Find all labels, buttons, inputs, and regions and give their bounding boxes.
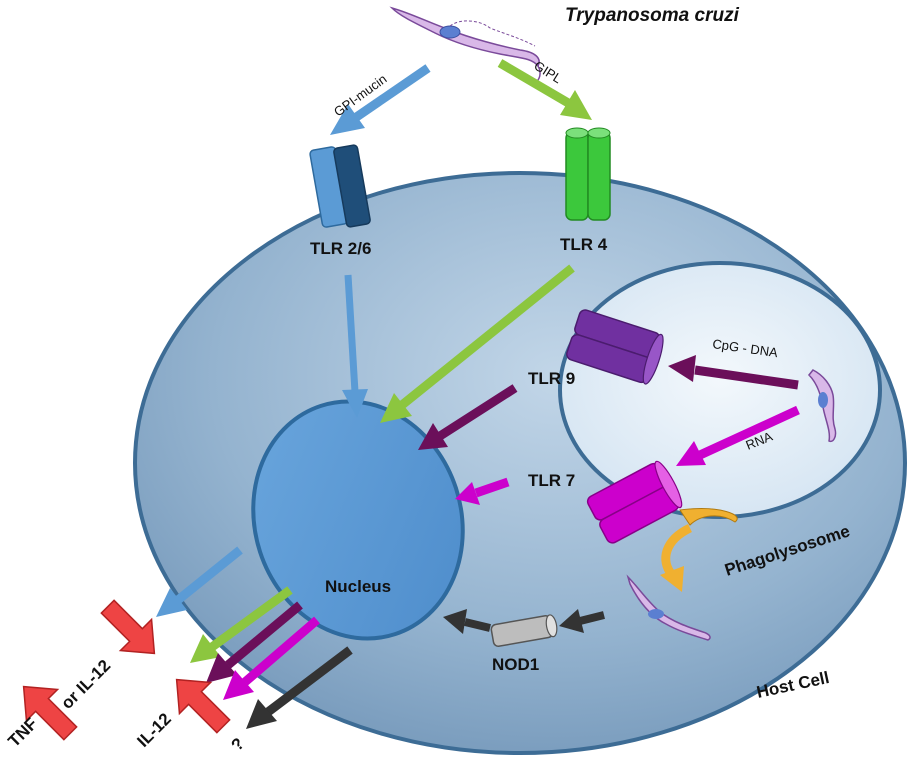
output-arrow-magenta bbox=[223, 616, 320, 700]
cpg-dna-arrow bbox=[668, 355, 799, 390]
tlr26-to-nucleus-arrow bbox=[342, 274, 368, 418]
nod1-label: NOD1 bbox=[492, 655, 539, 674]
trypanosome-icon bbox=[807, 369, 837, 443]
output-arrow-black bbox=[246, 646, 353, 729]
output-arrow-green bbox=[190, 586, 293, 663]
unknown-output-label: ? bbox=[227, 734, 248, 755]
nucleus-label: Nucleus bbox=[325, 577, 391, 596]
tlr4-receptor bbox=[565, 127, 611, 221]
nod1-to-nucleus-arrow bbox=[443, 609, 491, 634]
or-il12-label: or IL-12 bbox=[57, 656, 114, 713]
tlr9-label: TLR 9 bbox=[528, 369, 575, 388]
tlr26-label: TLR 2/6 bbox=[310, 239, 371, 258]
down-arrow-icon bbox=[100, 599, 156, 655]
tlr7-receptor bbox=[586, 460, 683, 544]
gipl-arrow bbox=[497, 59, 592, 120]
up-arrow-icon bbox=[175, 678, 231, 734]
tlr7-label: TLR 7 bbox=[528, 471, 575, 490]
tlr9-to-nucleus-arrow bbox=[418, 384, 518, 450]
nod1-receptor bbox=[490, 614, 558, 648]
gpi-mucin-arrow bbox=[330, 64, 431, 135]
rna-arrow bbox=[676, 405, 800, 466]
trypanosome-to-nod1-arrow bbox=[559, 609, 605, 633]
trypanosome-icon bbox=[626, 574, 711, 641]
il12-label: IL-12 bbox=[133, 709, 174, 750]
output-arrow-purple bbox=[206, 601, 303, 683]
release-arrow bbox=[660, 508, 738, 592]
phagolysosome bbox=[558, 261, 882, 519]
up-arrow-icon bbox=[22, 685, 78, 741]
tlr4-to-nucleus-arrow bbox=[380, 264, 575, 423]
tnf-label: TNF bbox=[4, 714, 41, 751]
tlr4-label: TLR 4 bbox=[560, 235, 608, 254]
title-label: Trypanosoma cruzi bbox=[565, 5, 740, 26]
tlr26-receptor bbox=[309, 144, 371, 228]
tlr7-to-nucleus-arrow bbox=[455, 477, 510, 505]
output-arrow-blue bbox=[156, 546, 243, 617]
nucleus bbox=[251, 399, 465, 641]
trypanosome-icon bbox=[389, 6, 541, 85]
tlr9-receptor bbox=[566, 309, 664, 385]
